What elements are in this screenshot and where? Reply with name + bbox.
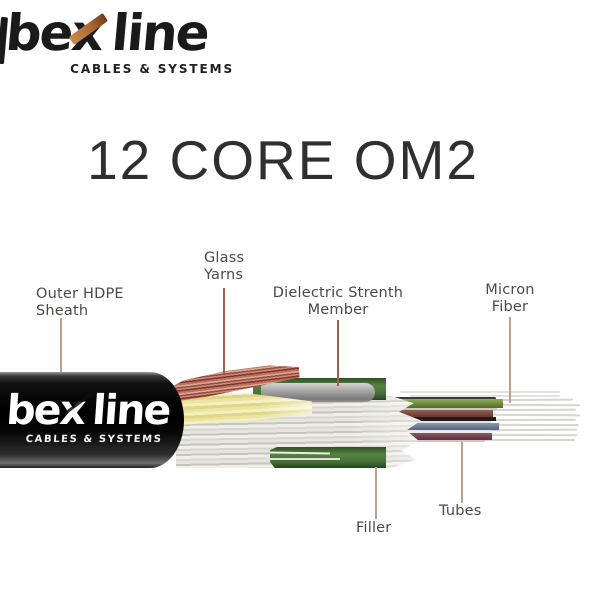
leader-line-micron-fiber: [509, 317, 511, 403]
tube-separator: [393, 421, 491, 423]
leader-line-tubes: [461, 442, 463, 503]
tube-blue-gray: [393, 423, 499, 430]
label-dielectric-strength-member: Dielectric Strenth Member: [272, 285, 404, 318]
product-title: 12 CORE OM2: [87, 129, 479, 191]
label-tubes: Tubes: [439, 503, 482, 519]
label-micron-fiber: Micron Fiber: [485, 282, 535, 315]
colored-tube-bundle: [393, 397, 508, 443]
dielectric-strength-member-rod: [261, 383, 375, 402]
label-outer-hdpe-sheath: Outer HDPE Sheath: [36, 286, 124, 319]
brand-letter-x: x: [68, 4, 108, 62]
tube-purple: [393, 433, 492, 440]
filler-strand-overlay: [266, 458, 340, 460]
brand-tagline: CABLES & SYSTEMS: [70, 62, 234, 76]
brand-word-line: line: [109, 4, 211, 62]
tube-green: [393, 399, 503, 408]
leader-line-outer-sheath: [60, 318, 62, 372]
micron-fiber-strand: [400, 391, 560, 393]
tube-maroon: [393, 410, 493, 418]
sheath-brand-logo: bexline CABLES & SYSTEMS: [4, 386, 172, 445]
brand-logo: bexline CABLES & SYSTEMS: [0, 4, 238, 76]
leader-line-dielectric: [337, 320, 339, 386]
tube-separator: [393, 430, 490, 433]
leader-line-glass-yarns: [223, 288, 225, 374]
label-filler: Filler: [356, 520, 392, 536]
tube-black: [393, 417, 496, 421]
tube-edge-light: [393, 440, 485, 442]
micron-fiber-strand: [471, 439, 575, 441]
micron-fiber-strand: [410, 395, 560, 397]
leader-line-filler: [375, 467, 377, 519]
outer-hdpe-sheath-art: bexline CABLES & SYSTEMS: [0, 372, 184, 468]
tube-separator: [393, 408, 497, 410]
brand-wordmark: bexline: [3, 4, 238, 62]
brand-word-be: be: [3, 4, 75, 62]
sheath-brand-tagline: CABLES & SYSTEMS: [25, 434, 163, 445]
label-glass-yarns: Glass Yarns: [204, 250, 245, 283]
tube-edge-dark: [393, 397, 496, 400]
sheath-brand-wordmark: bexline: [4, 386, 172, 434]
